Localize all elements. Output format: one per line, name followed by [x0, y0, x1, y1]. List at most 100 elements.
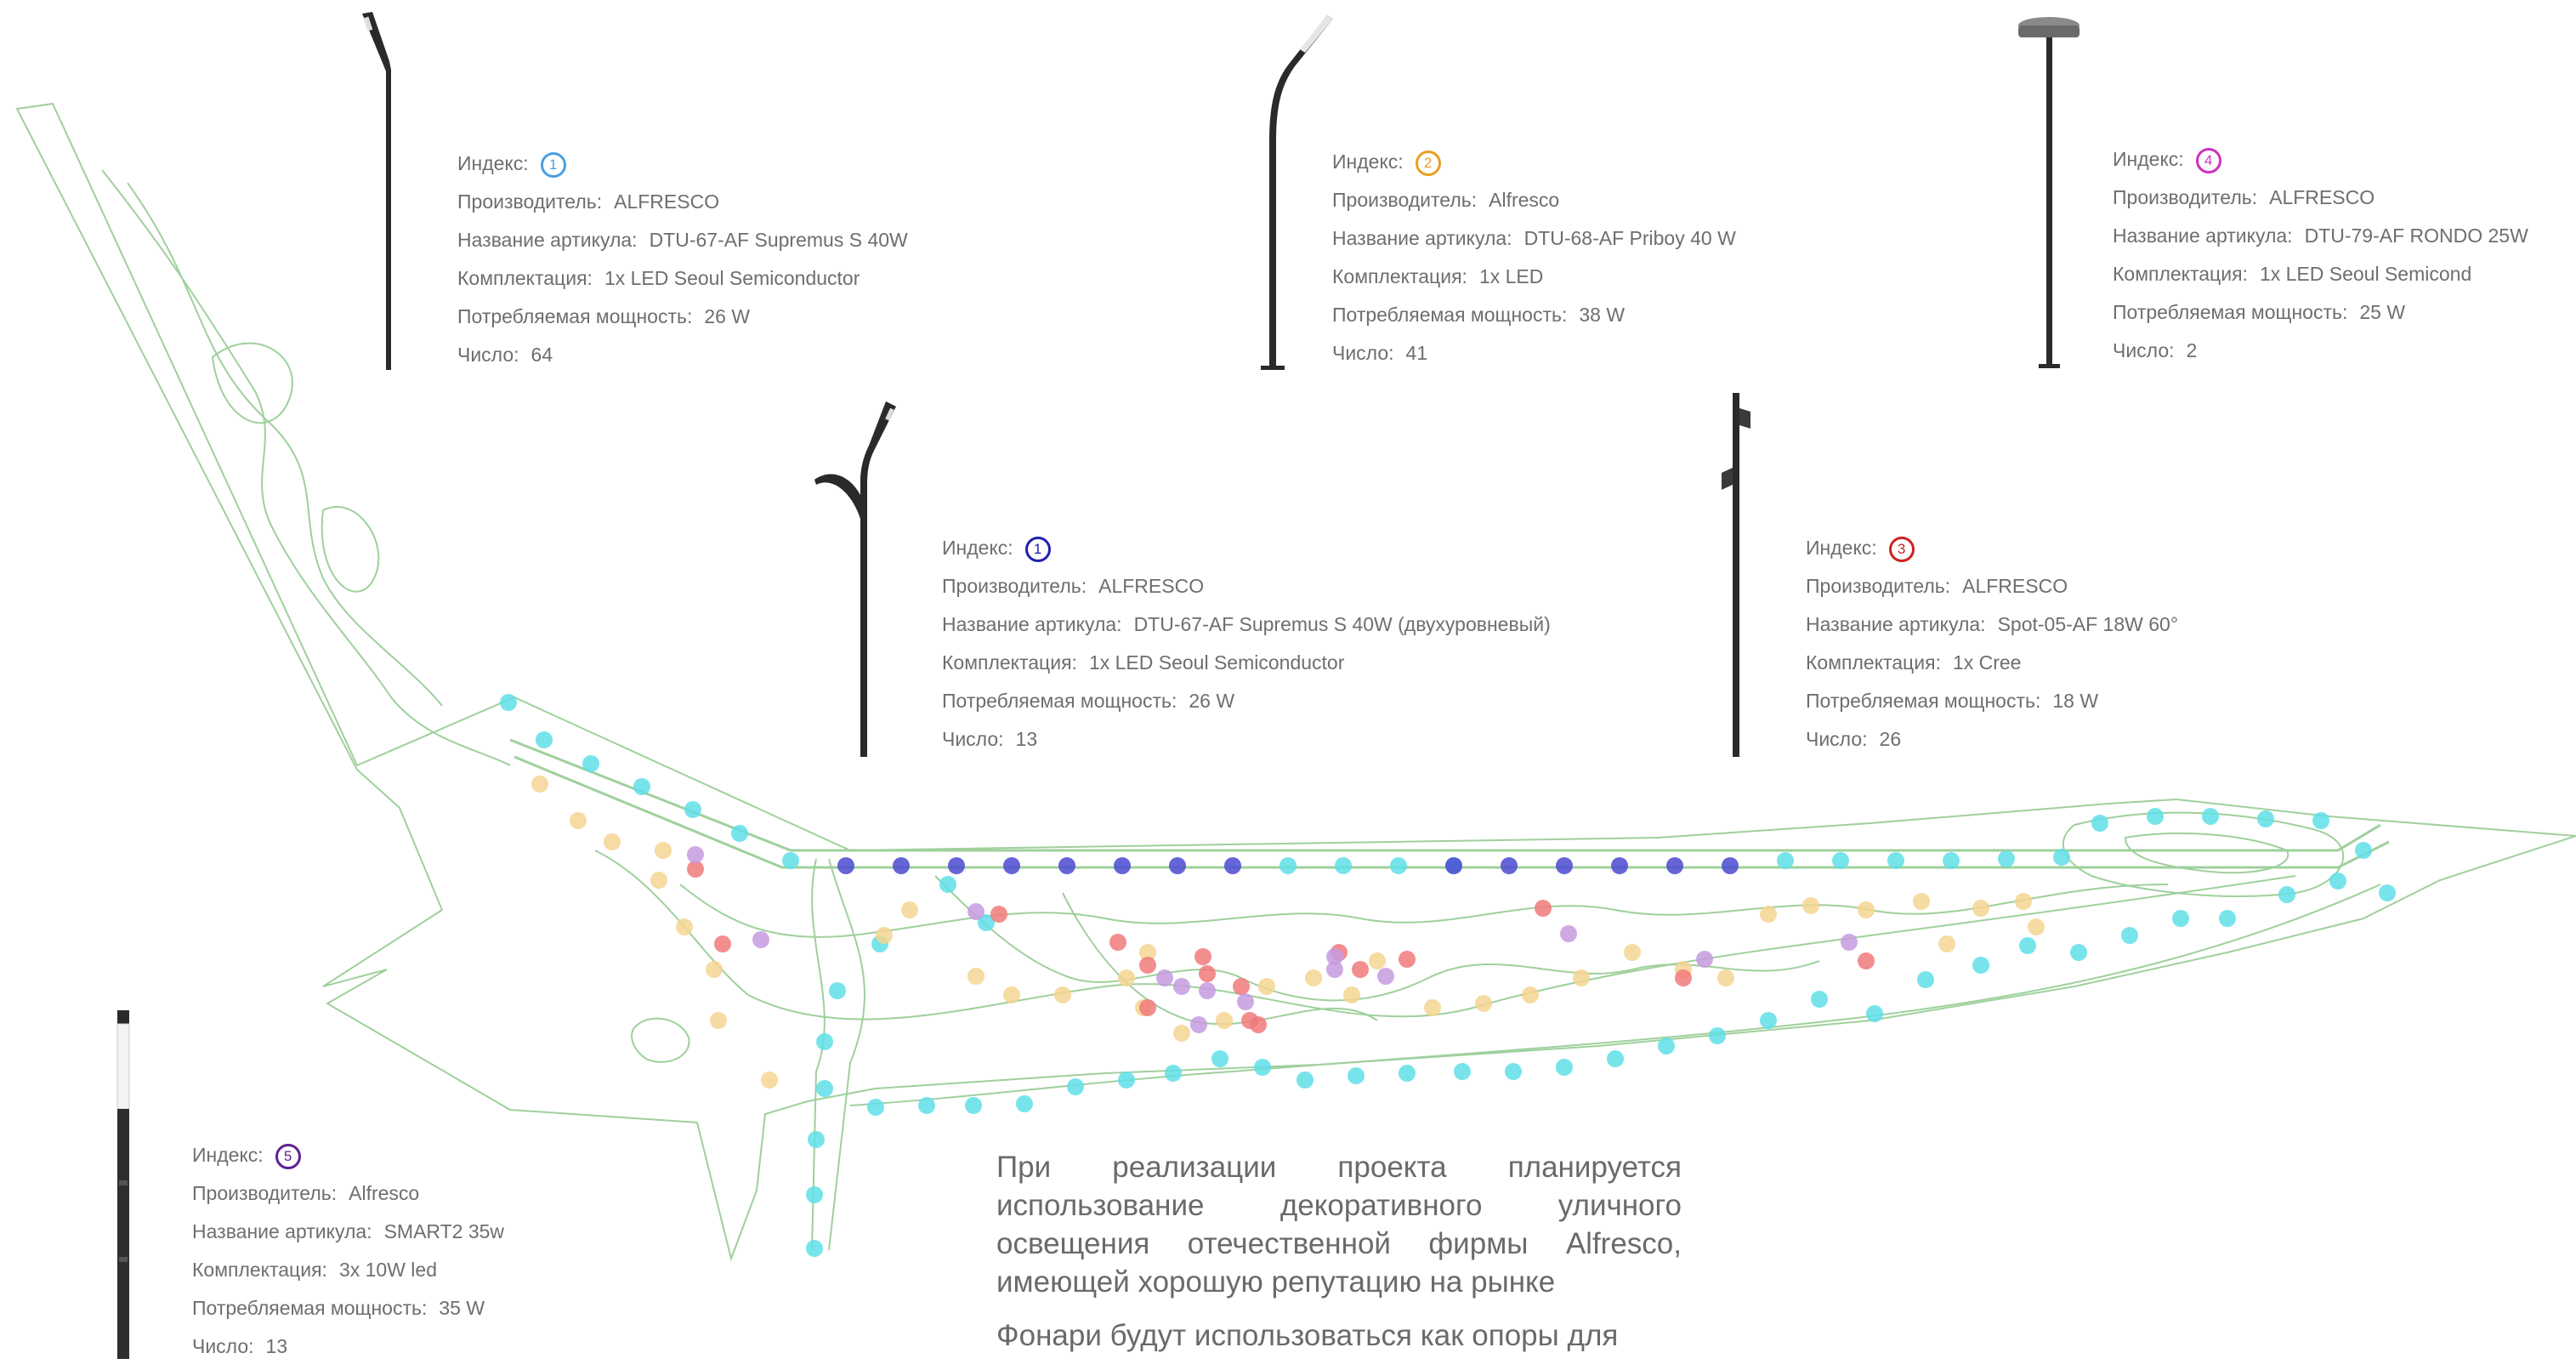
lamp-marker-3	[1535, 900, 1552, 917]
lamp-marker-2	[1475, 995, 1492, 1012]
index-badge: 2	[1415, 150, 1441, 176]
manufacturer-label: Производитель:	[942, 575, 1087, 597]
lamp-marker-3	[990, 906, 1007, 923]
kit-value: 1x Cree	[1952, 651, 2022, 674]
lamp-marker-1	[2257, 810, 2274, 827]
lamp-marker-2	[1139, 944, 1156, 961]
lamp-marker-5	[1326, 948, 1343, 965]
lamp-marker-5	[1156, 969, 1173, 986]
index-label: Индекс:	[457, 152, 529, 174]
spec-block-3: Индекс:3 Производитель:ALFRESCO Название…	[1806, 529, 2178, 759]
lamp-marker-1	[1917, 971, 1934, 988]
index-badge: 3	[1888, 536, 1915, 562]
spec-block-1: Индекс:1 Производитель:ALFRESCO Название…	[457, 145, 908, 374]
lamp-marker-1-bi	[1722, 857, 1739, 874]
article-label: Название артикула:	[457, 229, 638, 251]
spec-kit-row: Комплектация:1x LED Seoul Semicond	[2113, 255, 2528, 293]
description-paragraph-1: При реализации проекта планируется испол…	[996, 1151, 1682, 1299]
lamp-marker-5	[1199, 982, 1216, 999]
index-badge: 5	[275, 1143, 301, 1169]
lamp-marker-1	[2172, 910, 2189, 927]
lamp-marker-1	[1556, 1059, 1573, 1076]
lamp-marker-1	[2355, 842, 2372, 859]
lamp-marker-3	[1139, 957, 1156, 974]
index-badge: 4	[2195, 147, 2221, 173]
article-label: Название артикула:	[192, 1220, 372, 1242]
lamp-marker-1	[1709, 1027, 1726, 1044]
lamp-marker-1	[1348, 1067, 1365, 1084]
lamp-marker-3	[1399, 951, 1416, 968]
lamp-marker-1	[2202, 808, 2219, 825]
manufacturer-value: ALFRESCO	[1098, 575, 1205, 597]
lamp-marker-1	[806, 1186, 823, 1203]
lamp-marker-2	[1858, 901, 1875, 918]
lamp-marker-2	[710, 1012, 727, 1029]
article-value: DTU-68-AF Priboy 40 W	[1523, 227, 1736, 249]
lamp-marker-2	[570, 812, 587, 829]
lamp-marker-2	[1369, 952, 1386, 969]
power-label: Потребляемая мощность:	[1806, 690, 2041, 712]
lamp-marker-1-bi	[1224, 857, 1241, 874]
lamp-marker-2	[1938, 935, 1955, 952]
index-badge: 1	[540, 151, 566, 178]
spec-index-row: Индекс:3	[1806, 529, 2178, 567]
kit-value: 1x LED Seoul Semiconductor	[604, 267, 860, 289]
spec-article-row: Название артикула:SMART2 35w	[192, 1213, 504, 1251]
lamp-marker-1	[1972, 957, 1989, 974]
manufacturer-value: ALFRESCO	[2269, 186, 2375, 208]
count-label: Число:	[942, 728, 1004, 750]
spec-manufacturer-row: Производитель:ALFRESCO	[1806, 567, 2178, 605]
lamp-marker-2	[1173, 1025, 1190, 1042]
spec-power-row: Потребляемая мощность:25 W	[2113, 293, 2528, 332]
path-upper-strip-2	[127, 182, 443, 707]
lamp-marker-2	[1118, 969, 1135, 986]
lamp-pole-icon-2	[1261, 15, 1333, 370]
project-description: При реализации проекта планируется испол…	[996, 1148, 1682, 1370]
spec-block-4: Индекс:4 Производитель:ALFRESCO Название…	[2113, 140, 2528, 370]
lamp-marker-3	[1352, 961, 1369, 978]
spec-index-row: Индекс:5	[192, 1136, 504, 1174]
lamp-marker-1	[731, 825, 748, 842]
lamp-marker-2	[1054, 986, 1071, 1003]
lamp-marker-1	[1279, 857, 1297, 874]
lamp-marker-3	[714, 935, 731, 952]
count-value: 2	[2186, 339, 2198, 361]
lamp-marker-1	[2312, 812, 2329, 829]
lamp-marker-1	[2070, 944, 2087, 961]
lamp-marker-1-bi	[1003, 857, 1020, 874]
lamp-marker-3	[1139, 999, 1156, 1016]
lamp-marker-1	[2147, 808, 2164, 825]
kit-label: Комплектация:	[942, 651, 1077, 674]
kit-value: 1x LED Seoul Semicond	[2259, 263, 2472, 285]
power-label: Потребляемая мощность:	[192, 1297, 428, 1319]
spec-kit-row: Комплектация:3x 10W led	[192, 1251, 504, 1289]
lamp-marker-3	[1194, 948, 1211, 965]
lamp-marker-1-bi	[1666, 857, 1683, 874]
count-label: Число:	[457, 344, 519, 366]
lamp-marker-1	[939, 876, 956, 893]
lamp-marker-5	[1696, 951, 1713, 968]
power-label: Потребляемая мощность:	[457, 305, 693, 327]
lamp-marker-1-bi	[1114, 857, 1131, 874]
lamp-marker-1	[582, 755, 599, 772]
lamp-marker-1	[1254, 1059, 1271, 1076]
lamp-marker-5	[1841, 934, 1858, 951]
spec-count-row: Число:13	[942, 720, 1551, 759]
power-value: 35 W	[439, 1297, 485, 1319]
power-label: Потребляемая мощность:	[2113, 301, 2348, 323]
lamp-marker-3	[687, 861, 704, 878]
lamp-marker-1	[806, 1240, 823, 1257]
path-pond	[631, 1017, 690, 1063]
kit-label: Комплектация:	[1332, 265, 1467, 287]
spec-power-row: Потребляемая мощность:26 W	[457, 298, 908, 336]
spec-block-1-bi: Индекс:1 Производитель:ALFRESCO Название…	[942, 529, 1551, 759]
lamp-marker-2	[1522, 986, 1539, 1003]
article-label: Название артикула:	[1806, 613, 1986, 635]
spec-kit-row: Комплектация:1x LED Seoul Semiconductor	[457, 259, 908, 298]
manufacturer-value: Alfresco	[1489, 189, 1560, 211]
manufacturer-label: Производитель:	[457, 190, 603, 213]
spec-index-row: Индекс: 1	[457, 145, 908, 183]
spec-power-row: Потребляемая мощность:26 W	[942, 682, 1551, 720]
lamp-marker-1	[918, 1097, 935, 1114]
lamp-marker-1	[1067, 1078, 1084, 1095]
